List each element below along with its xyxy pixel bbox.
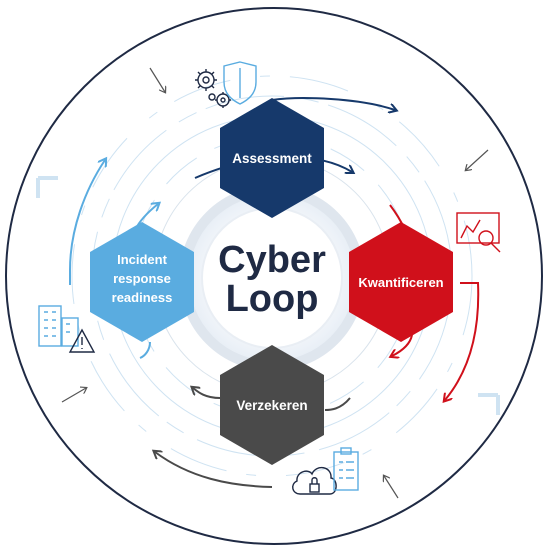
chart-magnifier-icon [456, 212, 501, 253]
hex-incident-response[interactable]: Incident response readiness [90, 222, 194, 342]
hex-verzekeren[interactable]: Verzekeren [220, 345, 324, 465]
buildings-warning-icon [38, 305, 96, 353]
gears-shield-icon [195, 61, 257, 108]
hex-incident-line1: Incident [117, 252, 168, 267]
hex-verzekeren-label: Verzekeren [236, 398, 307, 413]
hex-assessment[interactable]: Assessment [220, 98, 324, 218]
hex-incident-line3: readiness [112, 290, 173, 305]
decorative-arrows [61, 67, 489, 499]
hex-assessment-label: Assessment [232, 151, 312, 166]
center-title-line2: Loop [226, 278, 319, 320]
hex-kwantificeren-label: Kwantificeren [358, 275, 443, 290]
hex-kwantificeren[interactable]: Kwantificeren [349, 222, 453, 342]
corner-brackets [36, 176, 500, 415]
hex-incident-line2: response [113, 271, 171, 286]
center-title-line1: Cyber [218, 239, 326, 281]
cloud-lock-clipboard-icon [292, 447, 359, 495]
